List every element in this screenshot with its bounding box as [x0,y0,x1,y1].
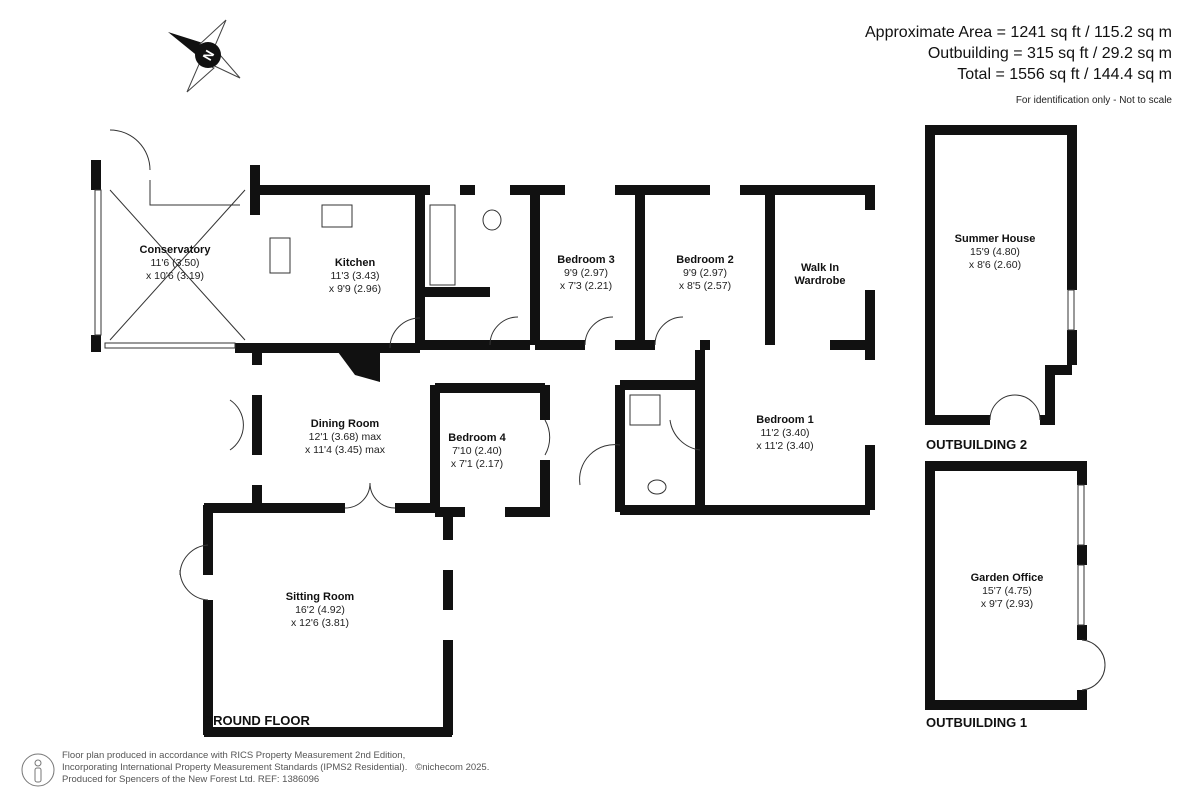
room-name: Bedroom 4 [448,432,506,444]
room-dimension: x 7'1 (2.17) [450,458,504,470]
ground-floor-label: GROUND FLOOR [203,713,310,728]
footer-line-2: Incorporating International Property Mea… [62,762,489,774]
room-name: Sitting Room [285,591,355,603]
room-dimension: 7'10 (2.40) [452,445,502,457]
approximate-area: Approximate Area = 1241 sq ft / 115.2 sq… [865,24,1172,41]
room-dimension: 12'1 (3.68) max [308,431,382,443]
room-name: Dining Room [310,418,380,430]
room-name: Conservatory [139,244,211,256]
info-person-icon [21,753,55,787]
outbuilding-doors-windows [989,289,1106,691]
outbuilding-1-label: OUTBUILDING 1 [926,715,1028,730]
room-dimension: 16'2 (4.92) [295,604,345,616]
footer-text: Floor plan produced in accordance with R… [62,750,489,786]
room-name: Bedroom 3 [557,254,615,266]
room-name: Garden Office [970,572,1044,584]
room-name: Wardrobe [794,275,846,287]
room-dimension: x 7'3 (2.21) [559,280,613,292]
outbuilding-1-walls [925,461,1087,710]
compass-icon: N [168,19,241,93]
room-dimension: x 8'5 (2.57) [678,280,732,292]
footer-line-1: Floor plan produced in accordance with R… [62,750,406,761]
room-dimension: x 11'4 (3.45) max [304,444,386,456]
room-dimension: x 12'6 (3.81) [290,617,350,629]
outbuilding-area: Outbuilding = 315 sq ft / 29.2 sq m [927,45,1172,62]
room-dimension: 9'9 (2.97) [682,267,728,279]
footer-standards: Incorporating International Property Mea… [62,762,408,773]
ground-floor-walls [91,160,875,737]
room-dimension: x 9'7 (2.93) [980,598,1034,610]
room-name: Kitchen [334,257,376,269]
room-dimension: 9'9 (2.97) [563,267,609,279]
room-name: Summer House [954,233,1036,245]
room-name: Walk In [800,262,840,274]
room-dimension: x 9'9 (2.96) [328,283,382,295]
room-name: Bedroom 2 [676,254,734,266]
conservatory-glazing [94,129,701,601]
outbuilding-2-walls [925,125,1077,425]
footer-line-3: Produced for Spencers of the New Forest … [62,774,320,785]
outbuilding-2-label: OUTBUILDING 2 [926,437,1028,452]
room-name: Bedroom 1 [756,414,814,426]
scale-note: For identification only - Not to scale [1015,95,1172,106]
room-dimension: 11'2 (3.40) [760,427,810,439]
room-dimension: x 8'6 (2.60) [968,259,1022,271]
room-dimension: 15'9 (4.80) [970,246,1020,258]
room-dimension: x 11'2 (3.40) [756,440,814,452]
room-dimension: 11'3 (3.43) [330,270,380,282]
room-dimension: 15'7 (4.75) [982,585,1032,597]
footer-copyright: ©nichecom 2025. [415,762,490,773]
room-dimension: 11'6 (3.50) [150,257,200,269]
total-area: Total = 1556 sq ft / 144.4 sq m [957,66,1172,83]
room-dimension: x 10'6 (3.19) [145,270,205,282]
chimney-breast [335,348,380,382]
